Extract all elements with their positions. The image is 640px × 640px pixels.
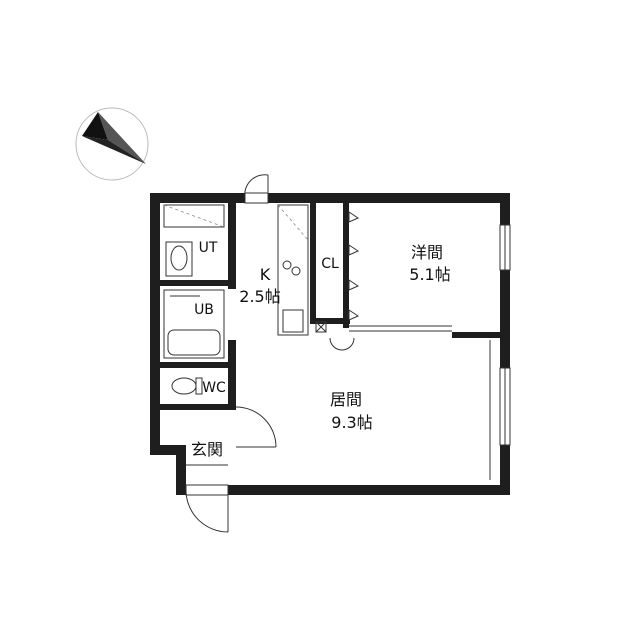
room-label-western: 洋間 bbox=[411, 243, 443, 262]
utility-area bbox=[163, 204, 225, 277]
room-size-kitchen: 2.5帖 bbox=[239, 287, 280, 306]
room-size-western: 5.1帖 bbox=[409, 265, 450, 284]
room-label-cl: CL bbox=[321, 256, 339, 272]
room-label-ut: UT bbox=[199, 240, 218, 256]
room-label-ub: UB bbox=[194, 302, 214, 318]
closet-shelves bbox=[315, 211, 360, 333]
door-entrance bbox=[185, 484, 229, 533]
room-size-living: 9.3帖 bbox=[331, 413, 372, 432]
inner-walls bbox=[160, 203, 500, 410]
outer-walls bbox=[150, 193, 510, 495]
door-closet bbox=[329, 337, 355, 351]
room-label-living: 居間 bbox=[330, 390, 362, 409]
room-label-entrance: 玄関 bbox=[191, 440, 223, 459]
sliding-door-western bbox=[349, 325, 452, 332]
window-living bbox=[489, 340, 511, 480]
door-living bbox=[235, 406, 277, 448]
room-label-kitchen: K bbox=[260, 265, 271, 284]
north-arrow-icon bbox=[75, 107, 149, 181]
door-kitchen-top bbox=[244, 174, 269, 204]
kitchen-counter bbox=[277, 204, 309, 336]
room-label-wc: WC bbox=[202, 380, 226, 396]
toilet bbox=[171, 377, 203, 395]
unit-bath bbox=[163, 289, 225, 359]
window-west-room bbox=[499, 224, 511, 271]
